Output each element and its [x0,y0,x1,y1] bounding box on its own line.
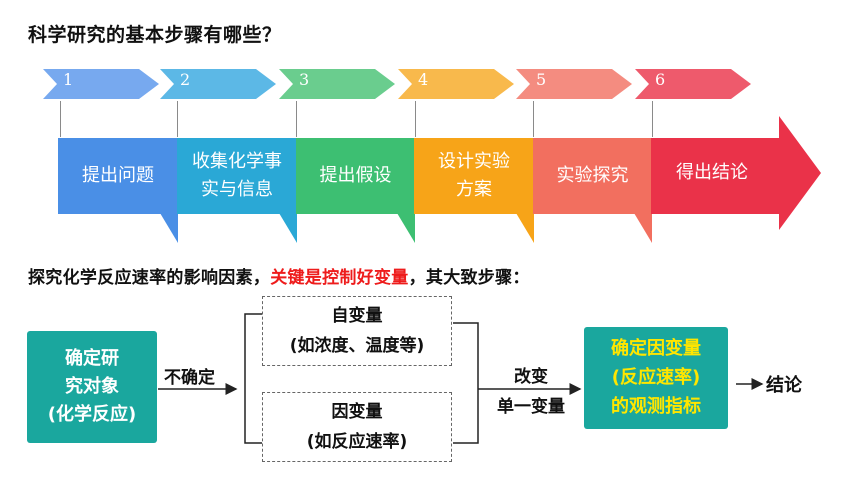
subtitle-part1: 探究化学反应速率的影响因素， [28,268,271,288]
research-object-box: 确定研 究对象 (化学反应) [27,331,157,443]
measure-line-3: 的观测指标 [611,396,701,417]
subtitle-part2: ，其大致步骤： [408,268,530,288]
step-label-line: 收集化学事 [192,151,282,172]
step-number: 2 [180,70,191,89]
step-box-three: 提出假设 [296,138,415,214]
step-number: 6 [655,70,666,89]
measure-line-2: (反应速率) [611,367,701,388]
step-box-five: 实验探究 [533,138,652,214]
page-title: 科学研究的基本步骤有哪些？ [28,24,282,46]
object-line-3: (化学反应) [47,404,137,425]
step-label-line: 实与信息 [201,179,273,200]
step-connector [60,101,61,137]
step-chevron-five: 5 [516,69,632,99]
change-label: 改变 单一变量 [486,362,576,422]
step-chevron-one: 1 [43,69,159,99]
step-tail [279,213,297,243]
conclusion-label: 结论 [766,375,802,396]
step-tail [160,213,178,243]
step-connector [652,101,653,137]
step-tail [397,213,415,243]
step-label-line: 设计实验 [438,151,510,172]
step-number: 4 [418,70,429,89]
step-box-four: 设计实验方案 [414,138,534,214]
step-connector [177,101,178,137]
dependent-line-1: 因变量 [331,402,383,422]
uncertain-label: 不确定 [164,368,215,388]
step-number: 5 [536,70,547,89]
object-line-1: 确定研 [65,348,119,369]
step-box-one: 提出问题 [58,138,178,214]
step-chevron-two: 2 [160,69,276,99]
step-connector [415,101,416,137]
step-box-six: 得出结论 [651,116,821,230]
independent-line-2: (如浓度、温度等) [289,336,425,356]
independent-variable-box: 自变量 (如浓度、温度等) [262,296,452,366]
step-number: 1 [63,70,74,89]
step-tail [516,213,534,243]
step-box-two: 收集化学事实与信息 [177,138,297,214]
step-label-line: 实验探究 [556,165,629,186]
step-chevron-six: 6 [635,69,751,99]
dependent-line-2: (如反应速率) [306,432,408,452]
object-line-2: 究对象 [65,376,119,397]
step-tail [634,213,652,243]
step-connector [296,101,297,137]
step-label-line: 得出结论 [676,162,748,183]
step-connector [533,101,534,137]
dependent-variable-box: 因变量 (如反应速率) [262,392,452,462]
measure-line-1: 确定因变量 [611,338,701,359]
step-label-line: 提出问题 [82,165,154,186]
change-line-2: 单一变量 [497,397,565,417]
step-chevron-four: 4 [398,69,514,99]
change-line-1: 改变 [514,367,548,387]
subtitle-highlight: 关键是控制好变量 [270,268,409,288]
step-label-line: 提出假设 [319,165,392,186]
step-number: 3 [299,70,310,89]
independent-line-1: 自变量 [331,306,383,326]
step-label-line: 方案 [456,179,492,200]
measure-index-box: 确定因变量 (反应速率) 的观测指标 [584,327,728,429]
subtitle: 探究化学反应速率的影响因素，关键是控制好变量，其大致步骤： [28,263,530,288]
step-chevron-three: 3 [279,69,395,99]
